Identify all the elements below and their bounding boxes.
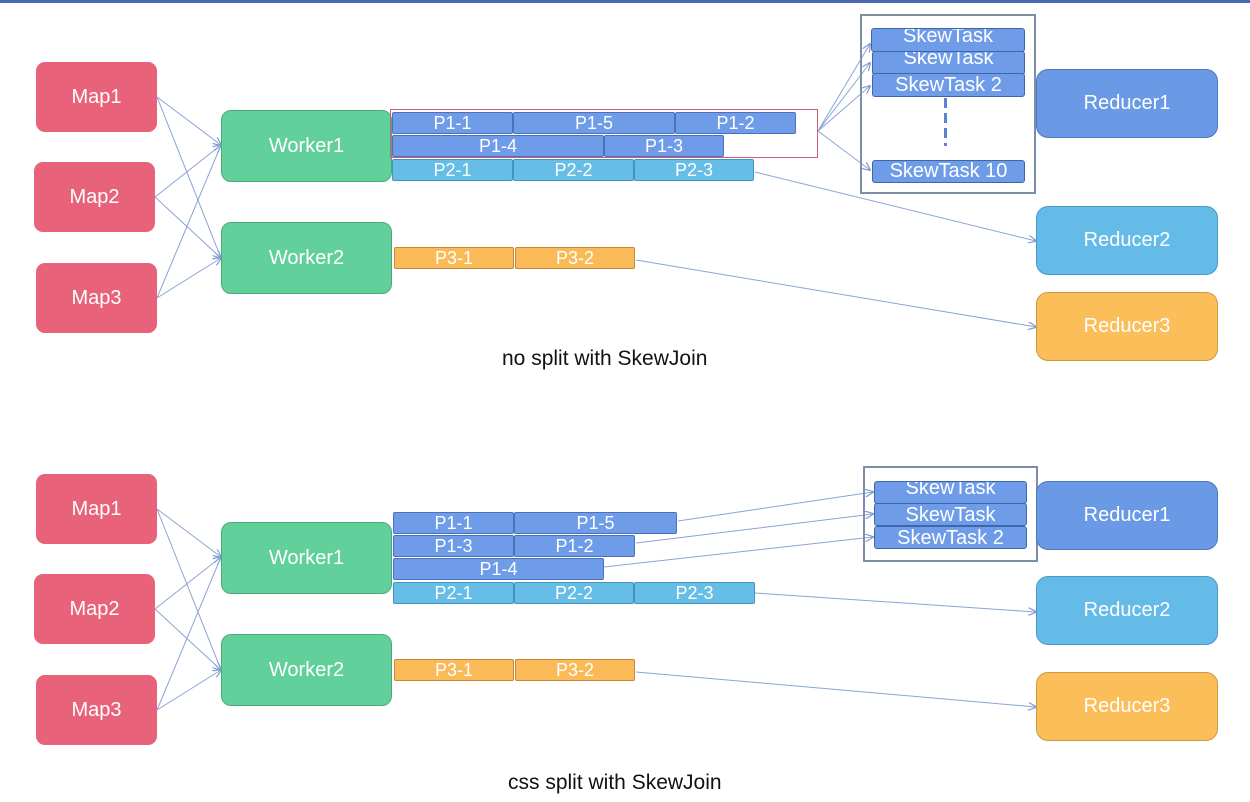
top-map1-node: Map1 bbox=[36, 62, 157, 132]
edge-bot-map2-worker2 bbox=[154, 608, 221, 670]
top-map3-node: Map3 bbox=[36, 263, 157, 333]
top-reducer3-node: Reducer3 bbox=[1036, 292, 1218, 361]
top-partition-p1-5: P1-5 bbox=[513, 112, 675, 134]
bottom-reducer2-node: Reducer2 bbox=[1036, 576, 1218, 645]
bottom-map1-node: Map1 bbox=[36, 474, 157, 544]
bottom-skew-task-3: SkewTask 2 bbox=[874, 526, 1027, 549]
top-worker1-node: Worker1 bbox=[221, 110, 392, 182]
edge-bot-map3-worker2 bbox=[156, 670, 221, 711]
top-skew-task-1: SkewTask bbox=[871, 28, 1025, 52]
top-skew-task-last: SkewTask 10 bbox=[872, 160, 1025, 183]
bottom-partition-p1-4: P1-4 bbox=[393, 558, 604, 580]
top-reducer2-node: Reducer2 bbox=[1036, 206, 1218, 275]
top-skew-task-group bbox=[860, 14, 1036, 194]
top-partition-p2-1: P2-1 bbox=[392, 159, 513, 181]
bottom-skew-task-1: SkewTask bbox=[874, 481, 1027, 504]
top-partition-p1-2: P1-2 bbox=[675, 112, 796, 134]
edge-top-map3-worker1 bbox=[156, 145, 221, 299]
top-partition-p1-4: P1-4 bbox=[392, 135, 604, 157]
bottom-partition-p1-5: P1-5 bbox=[514, 512, 677, 534]
edge-bot-skew-1 bbox=[677, 492, 873, 522]
edge-bot-map3-worker1 bbox=[156, 557, 221, 711]
edge-bot-map2-worker1 bbox=[154, 557, 221, 610]
bottom-skew-task-2: SkewTask bbox=[874, 503, 1027, 526]
edge-bot-map1-worker1 bbox=[156, 508, 221, 557]
bottom-partition-p3-2: P3-2 bbox=[515, 659, 635, 681]
edge-bot-skew-3 bbox=[603, 537, 873, 568]
top-skew-task-2: SkewTask bbox=[872, 51, 1025, 75]
bottom-reducer1-node: Reducer1 bbox=[1036, 481, 1218, 550]
edge-top-map2-worker2 bbox=[154, 196, 221, 258]
bottom-caption: css split with SkewJoin bbox=[508, 771, 722, 794]
top-worker2-node: Worker2 bbox=[221, 222, 392, 294]
bottom-partition-p2-2: P2-2 bbox=[514, 582, 634, 604]
bottom-partition-p1-2: P1-2 bbox=[514, 535, 635, 557]
top-caption: no split with SkewJoin bbox=[502, 347, 708, 370]
edge-bot-skew-2 bbox=[635, 514, 873, 544]
top-partition-p3-2: P3-2 bbox=[515, 247, 635, 269]
bottom-partition-p1-3: P1-3 bbox=[393, 535, 514, 557]
bottom-partition-p1-1: P1-1 bbox=[393, 512, 514, 534]
edge-top-p3-reducer3 bbox=[635, 259, 1036, 327]
edge-bot-p2-reducer2 bbox=[754, 592, 1036, 612]
edge-top-map2-worker1 bbox=[154, 145, 221, 198]
top-accent-bar bbox=[0, 0, 1250, 3]
top-partition-p2-3: P2-3 bbox=[634, 159, 754, 181]
bottom-worker1-node: Worker1 bbox=[221, 522, 392, 594]
top-reducer1-node: Reducer1 bbox=[1036, 69, 1218, 138]
bottom-map2-node: Map2 bbox=[34, 574, 155, 644]
edge-top-p2-reducer2 bbox=[754, 171, 1036, 241]
top-skewed-partition-highlight bbox=[390, 109, 818, 158]
top-partition-p3-1: P3-1 bbox=[394, 247, 514, 269]
edge-top-map3-worker2 bbox=[156, 258, 221, 299]
bottom-partition-p2-1: P2-1 bbox=[393, 582, 514, 604]
bottom-reducer3-node: Reducer3 bbox=[1036, 672, 1218, 741]
bottom-map3-node: Map3 bbox=[36, 675, 157, 745]
edge-top-map1-worker2 bbox=[156, 96, 221, 258]
edge-bot-p3-reducer3 bbox=[635, 671, 1036, 707]
bottom-partition-p3-1: P3-1 bbox=[394, 659, 514, 681]
top-partition-p2-2: P2-2 bbox=[513, 159, 634, 181]
top-partition-p1-1: P1-1 bbox=[392, 112, 513, 134]
edge-top-map1-worker1 bbox=[156, 96, 221, 145]
top-partition-p1-3: P1-3 bbox=[604, 135, 724, 157]
bottom-worker2-node: Worker2 bbox=[221, 634, 392, 706]
top-skew-task-ellipsis-dashes bbox=[944, 98, 947, 146]
edge-bot-map1-worker2 bbox=[156, 508, 221, 670]
top-skew-task-3: SkewTask 2 bbox=[872, 73, 1025, 97]
bottom-partition-p2-3: P2-3 bbox=[634, 582, 755, 604]
top-map2-node: Map2 bbox=[34, 162, 155, 232]
